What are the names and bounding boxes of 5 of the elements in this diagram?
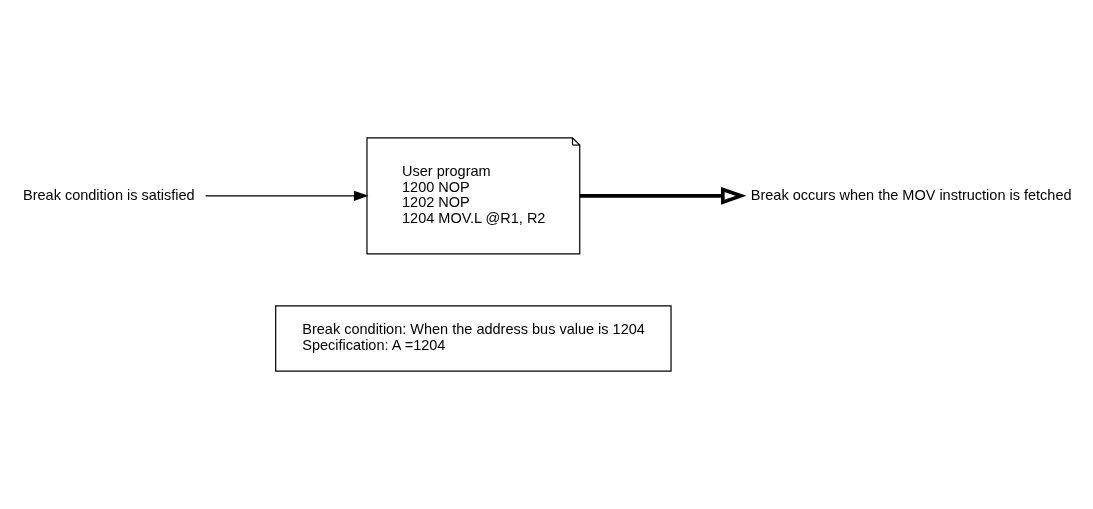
node-text: Break condition is satisfied bbox=[23, 186, 195, 203]
node-box: Break condition: When the address bus value is 1204 Specification: A =1204 bbox=[275, 305, 672, 372]
node-text: Break occurs when the MOV instruction is fetched bbox=[750, 186, 1072, 203]
arrow bbox=[579, 186, 747, 205]
arrow bbox=[205, 190, 369, 201]
